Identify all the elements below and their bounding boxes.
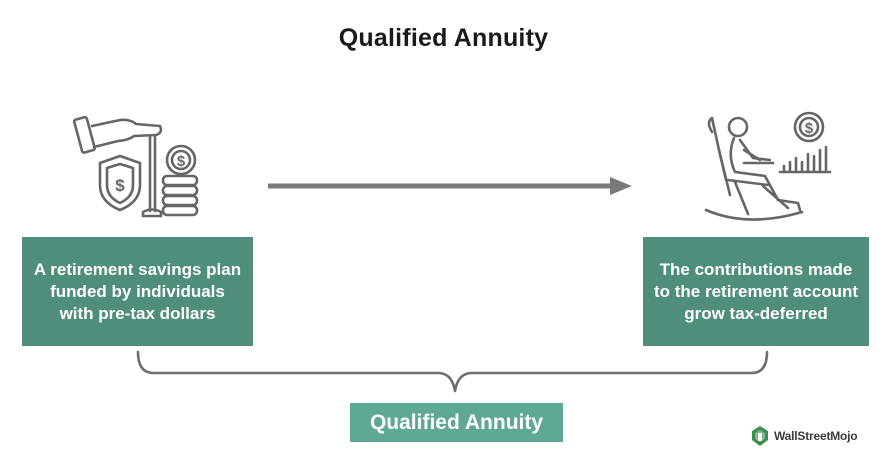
summary-label: Qualified Annuity bbox=[350, 403, 563, 442]
benefit-box: The contributions made to the retirement… bbox=[643, 237, 869, 346]
benefit-text: The contributions made to the retirement… bbox=[653, 259, 859, 323]
grouping-brace bbox=[136, 350, 769, 393]
hand-coins-shield-icon: $ $ bbox=[72, 115, 199, 218]
brand-name: WallStreetMojo bbox=[774, 429, 858, 443]
brand-logo: WallStreetMojo bbox=[750, 425, 858, 447]
brand-mark-icon bbox=[752, 426, 768, 446]
definition-text: A retirement savings plan funded by indi… bbox=[33, 259, 242, 323]
flow-arrow bbox=[268, 177, 632, 195]
definition-box: A retirement savings plan funded by indi… bbox=[22, 237, 253, 346]
diagram-title: Qualified Annuity bbox=[338, 24, 549, 52]
svg-text:$: $ bbox=[115, 176, 125, 195]
svg-text:$: $ bbox=[805, 120, 814, 137]
retiree-rocking-chair-growth-icon: $ bbox=[704, 111, 832, 221]
svg-text:$: $ bbox=[177, 153, 186, 170]
